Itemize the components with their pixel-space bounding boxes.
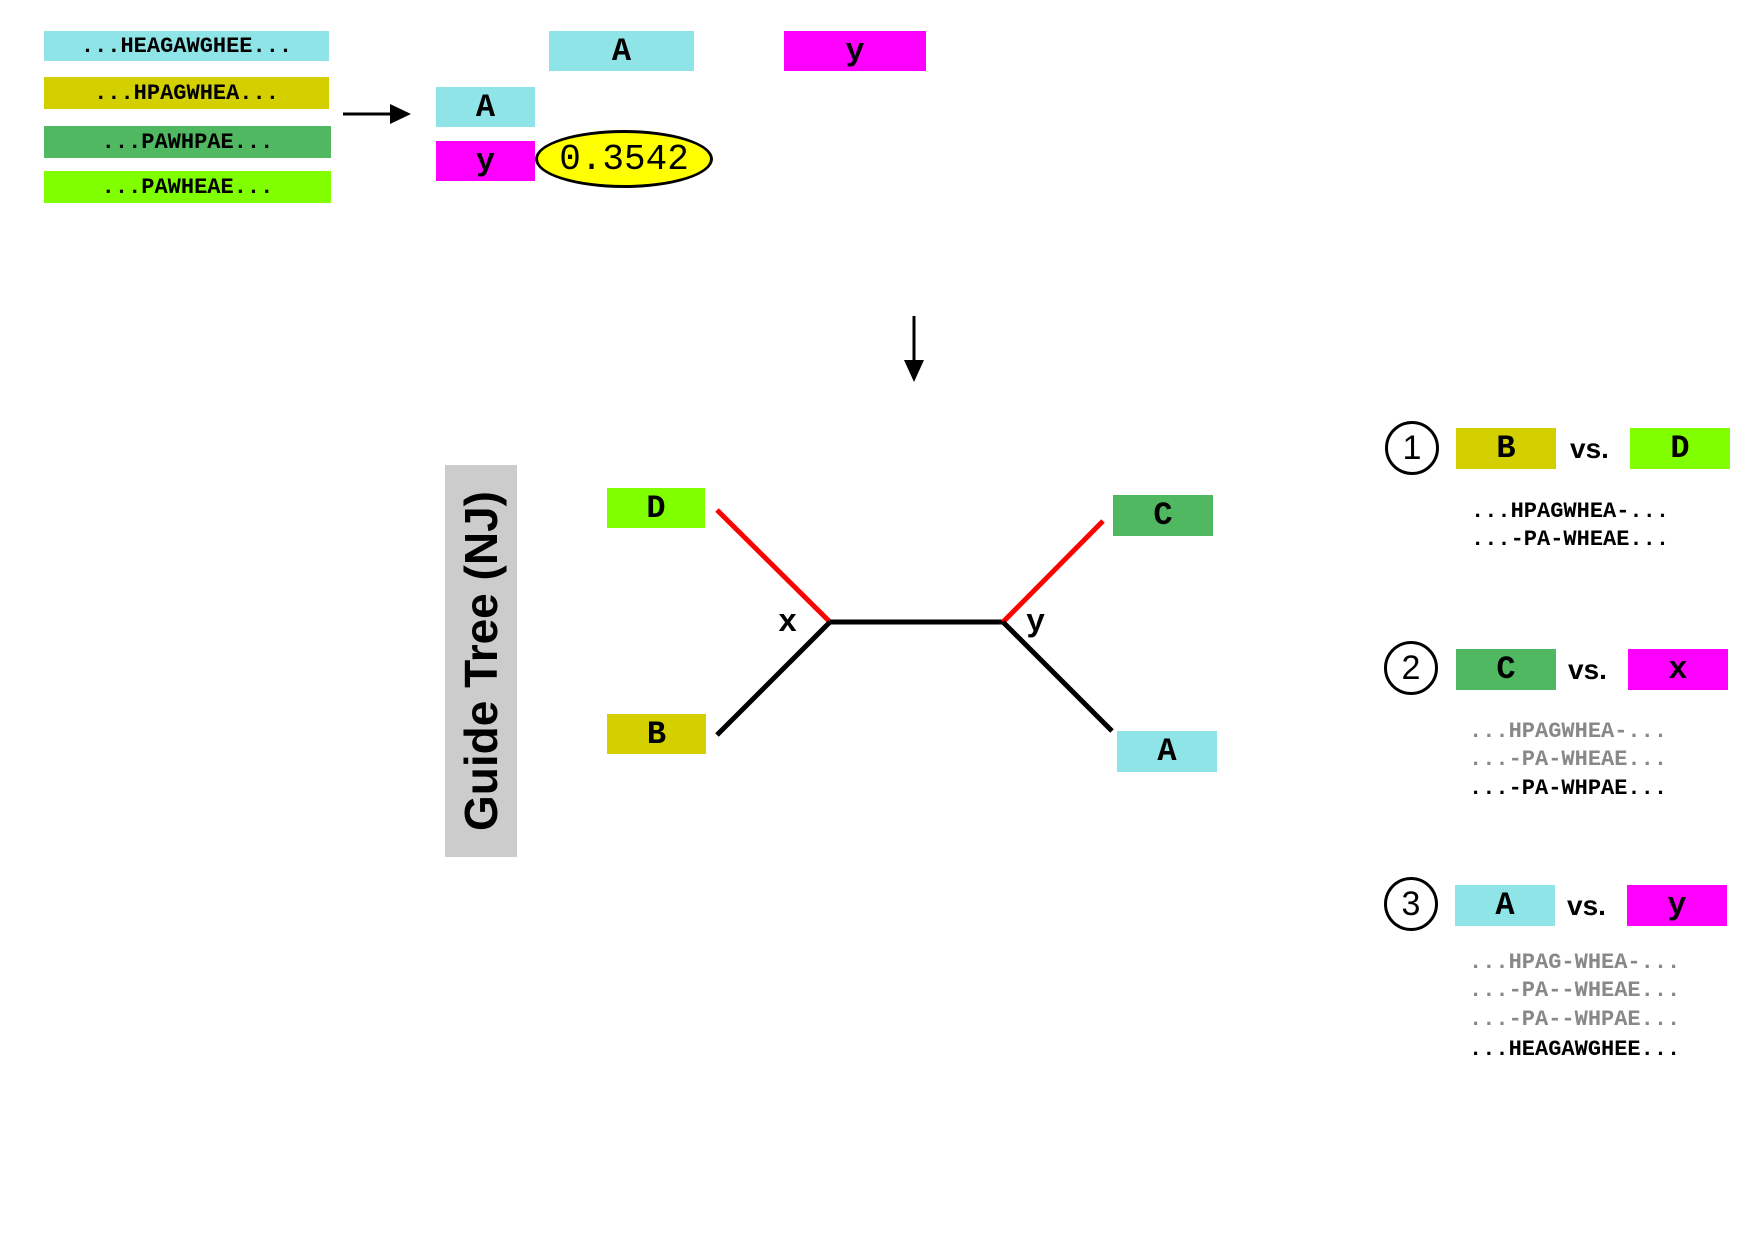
step-3-align-line-1: ...HPAG-WHEA-... xyxy=(1469,950,1681,975)
matrix-column-a: A xyxy=(549,31,694,71)
matrix-column-y: y xyxy=(784,31,926,71)
step-3-left: A xyxy=(1455,885,1555,926)
step-3-vs: vs. xyxy=(1567,890,1606,921)
tree-node-y: y xyxy=(1026,604,1046,641)
step-2-vs: vs. xyxy=(1568,654,1607,685)
step-1-marker: 1 xyxy=(1385,421,1439,475)
arrow-right-icon xyxy=(343,104,411,124)
step-3-marker: 3 xyxy=(1384,877,1438,931)
branch-x-d xyxy=(715,508,832,624)
step-2-align-line-3: ...-PA-WHPAE... xyxy=(1469,776,1668,801)
tree-leaf-a: A xyxy=(1117,731,1217,772)
step-1-right: D xyxy=(1630,428,1730,469)
step-1-align-line-1: ...HPAGWHEA-... xyxy=(1471,499,1670,524)
step-2-right: x xyxy=(1628,649,1728,690)
branch-y-a xyxy=(1001,620,1114,733)
distance-score: 0.3542 xyxy=(535,130,713,188)
step-1-align-line-2: ...-PA-WHEAE... xyxy=(1471,527,1670,552)
step-2-align-line-1: ...HPAGWHEA-... xyxy=(1469,719,1668,744)
step-2-marker: 2 xyxy=(1384,641,1438,695)
sequence-d-box: ...PAWHEAE... xyxy=(44,171,331,203)
step-3-align-line-3: ...-PA--WHPAE... xyxy=(1469,1007,1681,1032)
step-3-align-line-4: ...HEAGAWGHEE... xyxy=(1469,1037,1681,1062)
matrix-row-y: y xyxy=(436,141,535,181)
matrix-row-a: A xyxy=(436,87,535,127)
tree-node-x: x xyxy=(778,604,798,641)
sequence-c-box: ...PAWHPAE... xyxy=(44,126,331,158)
guide-tree-label: Guide Tree (NJ) xyxy=(445,465,517,857)
step-1-vs: vs. xyxy=(1570,433,1609,464)
guide-tree-label-text: Guide Tree (NJ) xyxy=(455,491,507,831)
tree-leaf-c: C xyxy=(1113,495,1213,536)
tree-leaf-b: B xyxy=(607,714,706,754)
sequence-a-box: ...HEAGAWGHEE... xyxy=(44,31,329,61)
step-1-left: B xyxy=(1456,428,1556,469)
branch-y-c xyxy=(1001,519,1105,624)
branch-x-b xyxy=(715,620,832,737)
step-2-left: C xyxy=(1456,649,1556,690)
sequence-b-box: ...HPAGWHEA... xyxy=(44,77,329,109)
step-3-align-line-2: ...-PA--WHEAE... xyxy=(1469,978,1681,1003)
step-2-align-line-2: ...-PA-WHEAE... xyxy=(1469,747,1668,772)
arrow-down-icon xyxy=(904,316,924,382)
step-3-right: y xyxy=(1627,885,1727,926)
tree-leaf-d: D xyxy=(607,488,705,528)
